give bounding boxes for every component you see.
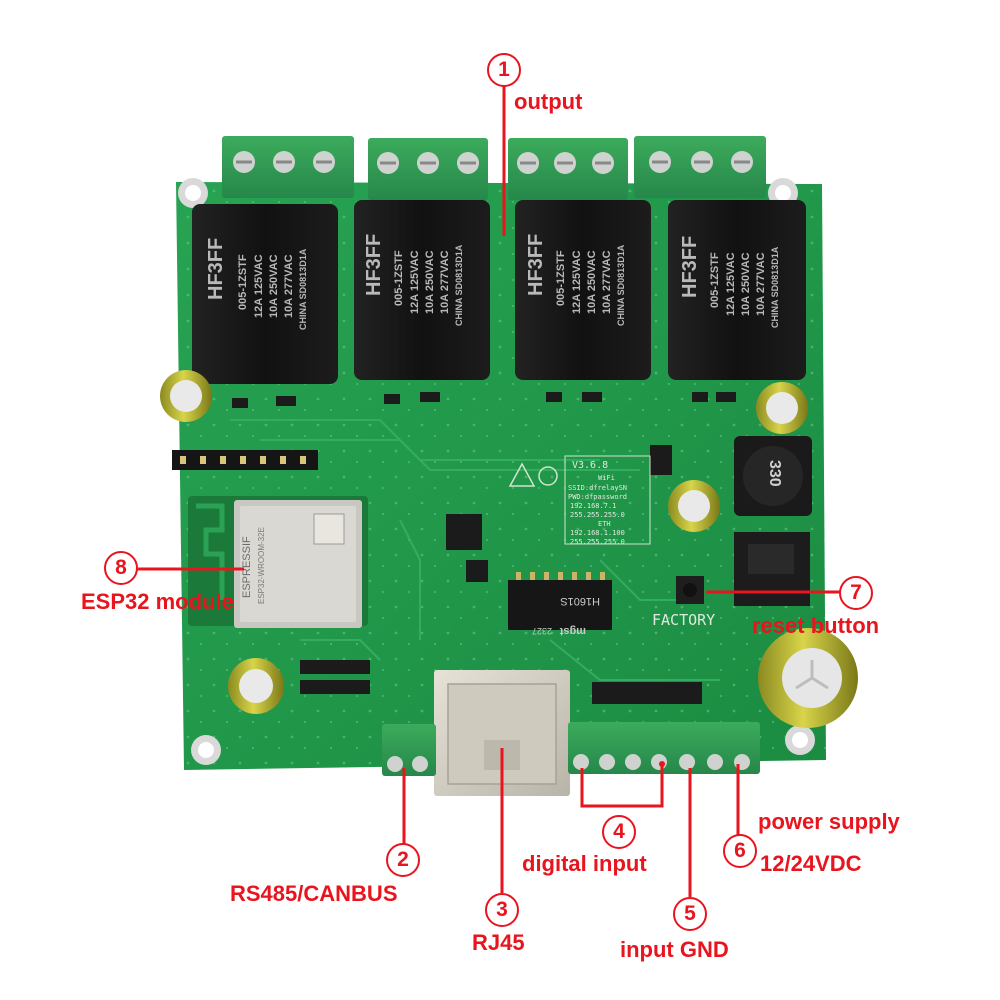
capacitor bbox=[228, 658, 284, 714]
factory-reset-button: FACTORY bbox=[652, 576, 715, 629]
relay-origin-text: CHINA SD0813D1A bbox=[298, 248, 308, 330]
callout-label-esp32: ESP32 module bbox=[81, 589, 234, 614]
mounting-hole bbox=[191, 735, 221, 765]
relay-rating-text: 12A 125VAC bbox=[409, 250, 421, 314]
leader-line-4 bbox=[580, 764, 664, 808]
callout-number-3: 3 bbox=[485, 893, 519, 927]
warning-icon bbox=[508, 462, 536, 487]
bottom-terminal-rs485 bbox=[382, 724, 436, 776]
relay-model-text: HF3FF bbox=[525, 234, 547, 296]
eth-ip: 192.168.1.100 bbox=[570, 529, 625, 537]
callout-label-voltage: 12/24VDC bbox=[760, 851, 862, 876]
callout-label-power-supply: power supply bbox=[758, 809, 900, 834]
terminal-block bbox=[222, 136, 354, 198]
wifi-mask: 255.255.255.0 bbox=[570, 511, 625, 519]
relay-rating-text: 12A 125VAC bbox=[725, 252, 737, 316]
callout-lines bbox=[136, 86, 840, 897]
relay-rating-text: 10A 250VAC bbox=[268, 254, 280, 318]
eth-mask: 255.255.255.0 bbox=[570, 538, 625, 546]
terminal-block bbox=[368, 138, 488, 200]
capacitor bbox=[160, 370, 212, 422]
factory-label: FACTORY bbox=[652, 611, 715, 629]
capacitor bbox=[758, 628, 858, 728]
regulator bbox=[734, 532, 810, 606]
wifi-ssid: SSID:dfrelaySN bbox=[568, 484, 627, 492]
transformer-code-text: 2327 bbox=[532, 626, 552, 636]
mounting-hole bbox=[785, 725, 815, 755]
output-terminal-blocks bbox=[222, 136, 766, 200]
inductor: 330 bbox=[734, 436, 812, 516]
ethernet-transformer: mgst 2327 H1601S bbox=[508, 572, 612, 637]
callout-arrowheads bbox=[659, 761, 665, 767]
callout-number-5: 5 bbox=[673, 897, 707, 931]
mounting-hole bbox=[178, 178, 208, 208]
relay-rating-text: 10A 277VAC bbox=[601, 250, 613, 314]
capacitor bbox=[756, 382, 808, 434]
relay-model-text: HF3FF bbox=[679, 236, 701, 298]
wifi-title: WiFi bbox=[598, 474, 615, 482]
terminal-block bbox=[508, 138, 628, 200]
wifi-pwd: PWD:dfpassword bbox=[568, 493, 627, 501]
relay-origin-text: CHINA SD0813D1A bbox=[616, 244, 626, 326]
esp32-module: ESPRESSIF ESP32-WROOM-32E bbox=[188, 496, 368, 628]
callout-number-7: 7 bbox=[839, 576, 873, 610]
capacitor bbox=[668, 480, 720, 532]
terminal-block bbox=[634, 136, 766, 198]
relay-origin-text: CHINA SD0813D1A bbox=[770, 246, 780, 328]
callout-number-6: 6 bbox=[723, 834, 757, 868]
relay-rating-text: 10A 250VAC bbox=[586, 250, 598, 314]
relay-origin-text: CHINA SD0813D1A bbox=[454, 244, 464, 326]
inductor-value: 330 bbox=[766, 460, 783, 487]
callout-label-input-gnd: input GND bbox=[620, 937, 729, 962]
relay bbox=[354, 200, 490, 380]
relay-part-text: 005-1ZSTF bbox=[709, 252, 721, 308]
transformer-brand-text: mgst bbox=[559, 625, 586, 637]
relay-part-text: 005-1ZSTF bbox=[393, 250, 405, 306]
relay-rating-text: 12A 125VAC bbox=[253, 254, 265, 318]
relay bbox=[668, 200, 806, 380]
eth-title: ETH bbox=[598, 520, 611, 528]
callout-label-rs485: RS485/CANBUS bbox=[230, 881, 398, 906]
relays bbox=[192, 200, 806, 384]
pin-header bbox=[172, 450, 318, 470]
esp-brand-text: ESPRESSIF bbox=[241, 536, 253, 598]
relay-rating-text: 12A 125VAC bbox=[571, 250, 583, 314]
callout-number-4: 4 bbox=[602, 815, 636, 849]
silkscreen-info: V3.6.8 WiFi SSID:dfrelaySN PWD:dfpasswor… bbox=[508, 455, 651, 546]
smd-components bbox=[232, 392, 736, 704]
relay-rating-text: 10A 277VAC bbox=[439, 250, 451, 314]
relay bbox=[192, 204, 338, 384]
relay-rating-text: 10A 277VAC bbox=[755, 252, 767, 316]
wifi-ip: 192.168.7.1 bbox=[570, 502, 616, 510]
relay-model-text: HF3FF bbox=[363, 234, 385, 296]
transformer-part-text: H1601S bbox=[560, 595, 600, 607]
relay-rating-text: 10A 250VAC bbox=[424, 250, 436, 314]
relay-rating-text: 10A 250VAC bbox=[740, 252, 752, 316]
callout-number-1: 1 bbox=[487, 53, 521, 87]
callout-label-digital-input: digital input bbox=[522, 851, 647, 876]
relay-part-text: 005-1ZSTF bbox=[555, 250, 567, 306]
esp-model-text: ESP32-WROOM-32E bbox=[257, 527, 266, 604]
callout-label-reset-button: reset button bbox=[752, 613, 880, 638]
relay-model-text: HF3FF bbox=[205, 238, 227, 300]
recycle-icon bbox=[538, 466, 558, 486]
version-label: V3.6.8 bbox=[572, 460, 608, 471]
rj45-jack bbox=[434, 670, 570, 796]
callout-label-rj45: RJ45 bbox=[472, 930, 525, 955]
relay-part-text: 005-1ZSTF bbox=[237, 254, 249, 310]
callout-number-8: 8 bbox=[104, 551, 138, 585]
bottom-terminal-inputs bbox=[568, 722, 760, 774]
callout-number-2: 2 bbox=[386, 843, 420, 877]
relay bbox=[515, 200, 651, 380]
callout-label-output: output bbox=[514, 89, 583, 114]
relay-rating-text: 10A 277VAC bbox=[283, 254, 295, 318]
